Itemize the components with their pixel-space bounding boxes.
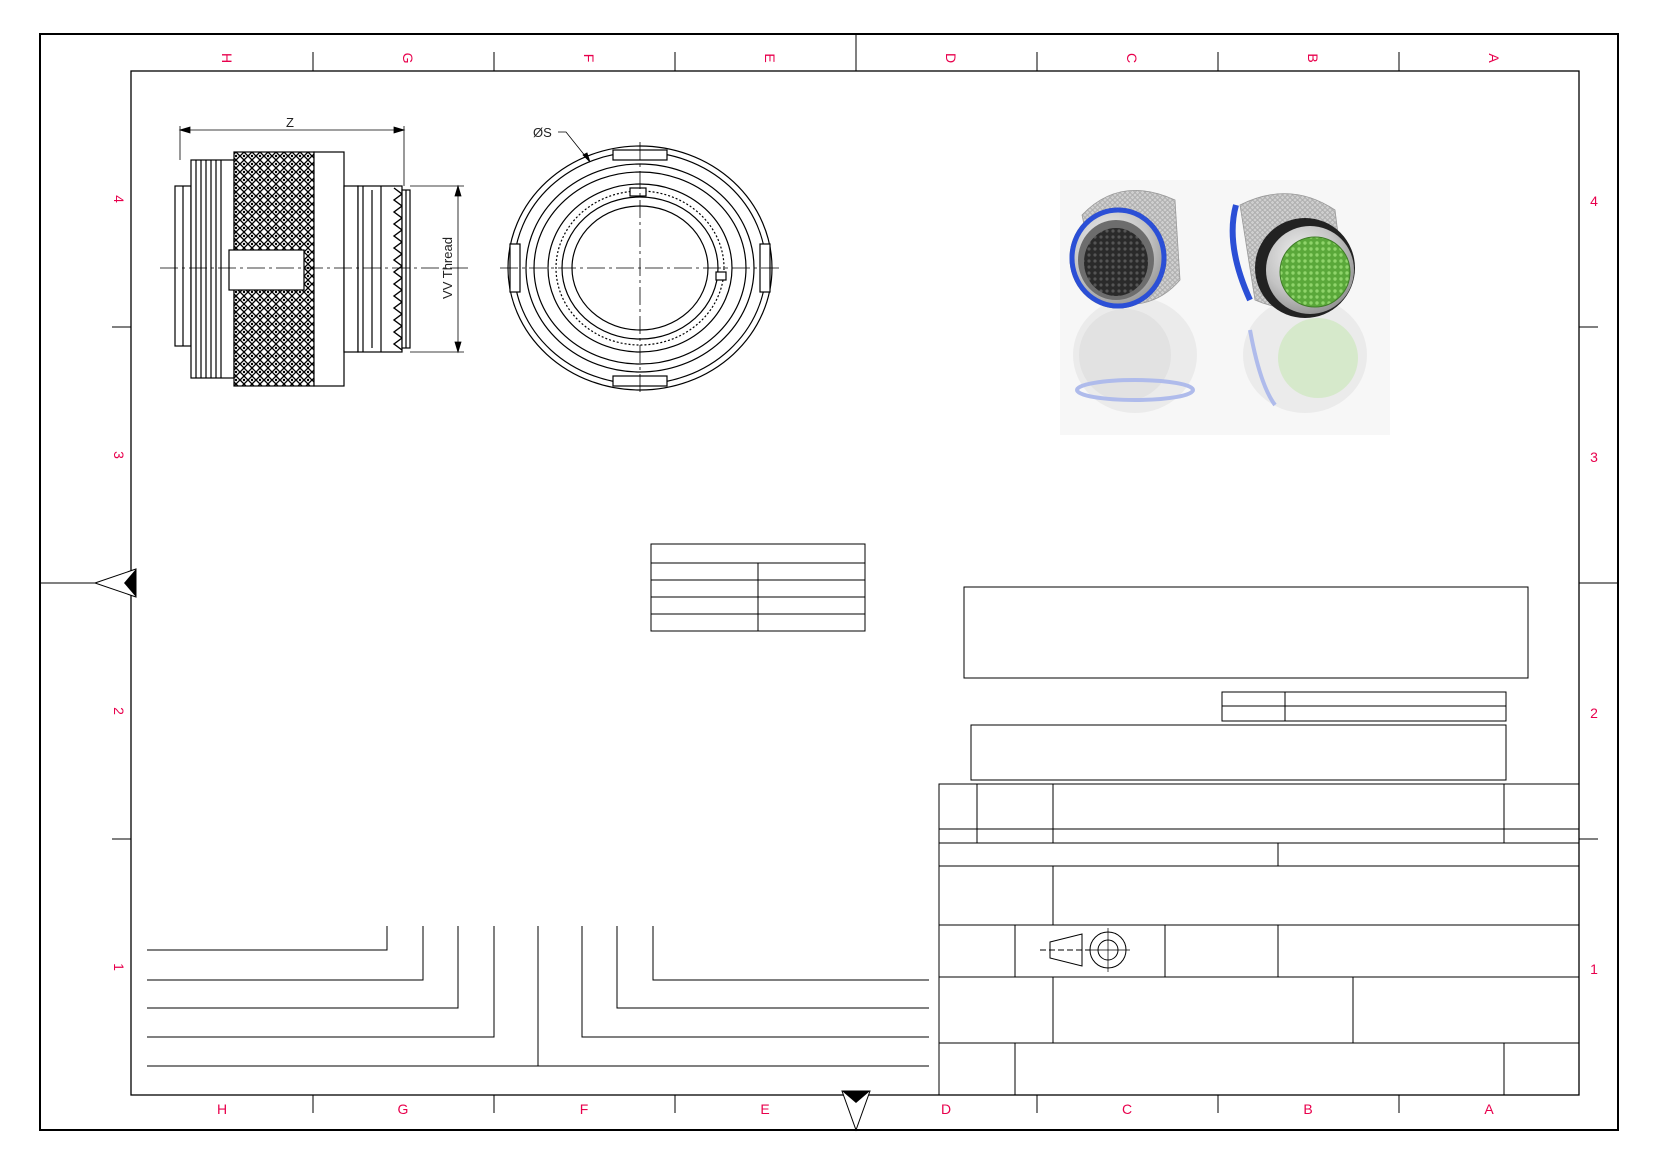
zone-col-bottom-e: E [760, 1101, 769, 1117]
connector-front-view [500, 142, 780, 396]
zone-col-top-d: D [943, 53, 959, 63]
revision-table [650, 543, 866, 632]
connector-3d-render [1060, 180, 1390, 435]
zone-col-bottom-g: G [398, 1101, 409, 1117]
zone-col-top-f: F [581, 54, 597, 63]
third-angle-projection-icon [1040, 928, 1130, 972]
zone-col-bottom-h: H [217, 1101, 227, 1117]
zone-labels-bottom: H G F E D C B A [217, 1101, 1494, 1117]
zone-col-bottom-d: D [941, 1101, 951, 1117]
zone-row-left-3: 3 [111, 451, 127, 459]
notes-box [963, 586, 1529, 679]
zone-labels-right: 4 3 2 1 [1590, 193, 1598, 977]
zone-col-top-b: B [1305, 53, 1321, 62]
description-box [970, 724, 1507, 781]
zone-ticks-top [312, 34, 1400, 71]
zone-col-top-g: G [400, 53, 416, 64]
zone-row-right-2: 2 [1590, 705, 1598, 721]
zone-row-right-3: 3 [1590, 449, 1598, 465]
dimension-z [178, 126, 406, 186]
zone-row-left-1: 1 [111, 963, 127, 971]
outer-frame [39, 33, 1619, 1131]
zone-labels-top: H G F E D C B A [219, 53, 1502, 64]
dimension-thread-label: VV Thread [440, 237, 455, 299]
zone-row-right-4: 4 [1590, 193, 1598, 209]
bill-of-materials-leaders [147, 926, 929, 1067]
dimension-z-label: Z [286, 115, 294, 130]
zone-col-top-h: H [219, 53, 235, 63]
zone-row-left-4: 4 [111, 195, 127, 203]
part-number-table [1221, 691, 1507, 722]
title-block [938, 783, 1580, 1096]
centring-arrow-icon [93, 568, 871, 1132]
zone-col-top-e: E [762, 53, 778, 62]
dimension-diameter-label: ØS [533, 125, 552, 140]
zone-col-bottom-c: C [1122, 1101, 1132, 1117]
zone-col-top-a: A [1486, 53, 1502, 63]
zone-col-top-c: C [1124, 53, 1140, 63]
zone-row-right-1: 1 [1590, 961, 1598, 977]
dimension-thread [410, 184, 464, 354]
zone-col-bottom-f: F [580, 1101, 589, 1117]
dimension-diameter-leader [558, 131, 591, 163]
zone-col-bottom-b: B [1303, 1101, 1312, 1117]
zone-col-bottom-a: A [1484, 1101, 1494, 1117]
zone-row-left-2: 2 [111, 707, 127, 715]
connector-side-view [160, 151, 470, 387]
zone-labels-left: 4 3 2 1 [111, 195, 127, 971]
